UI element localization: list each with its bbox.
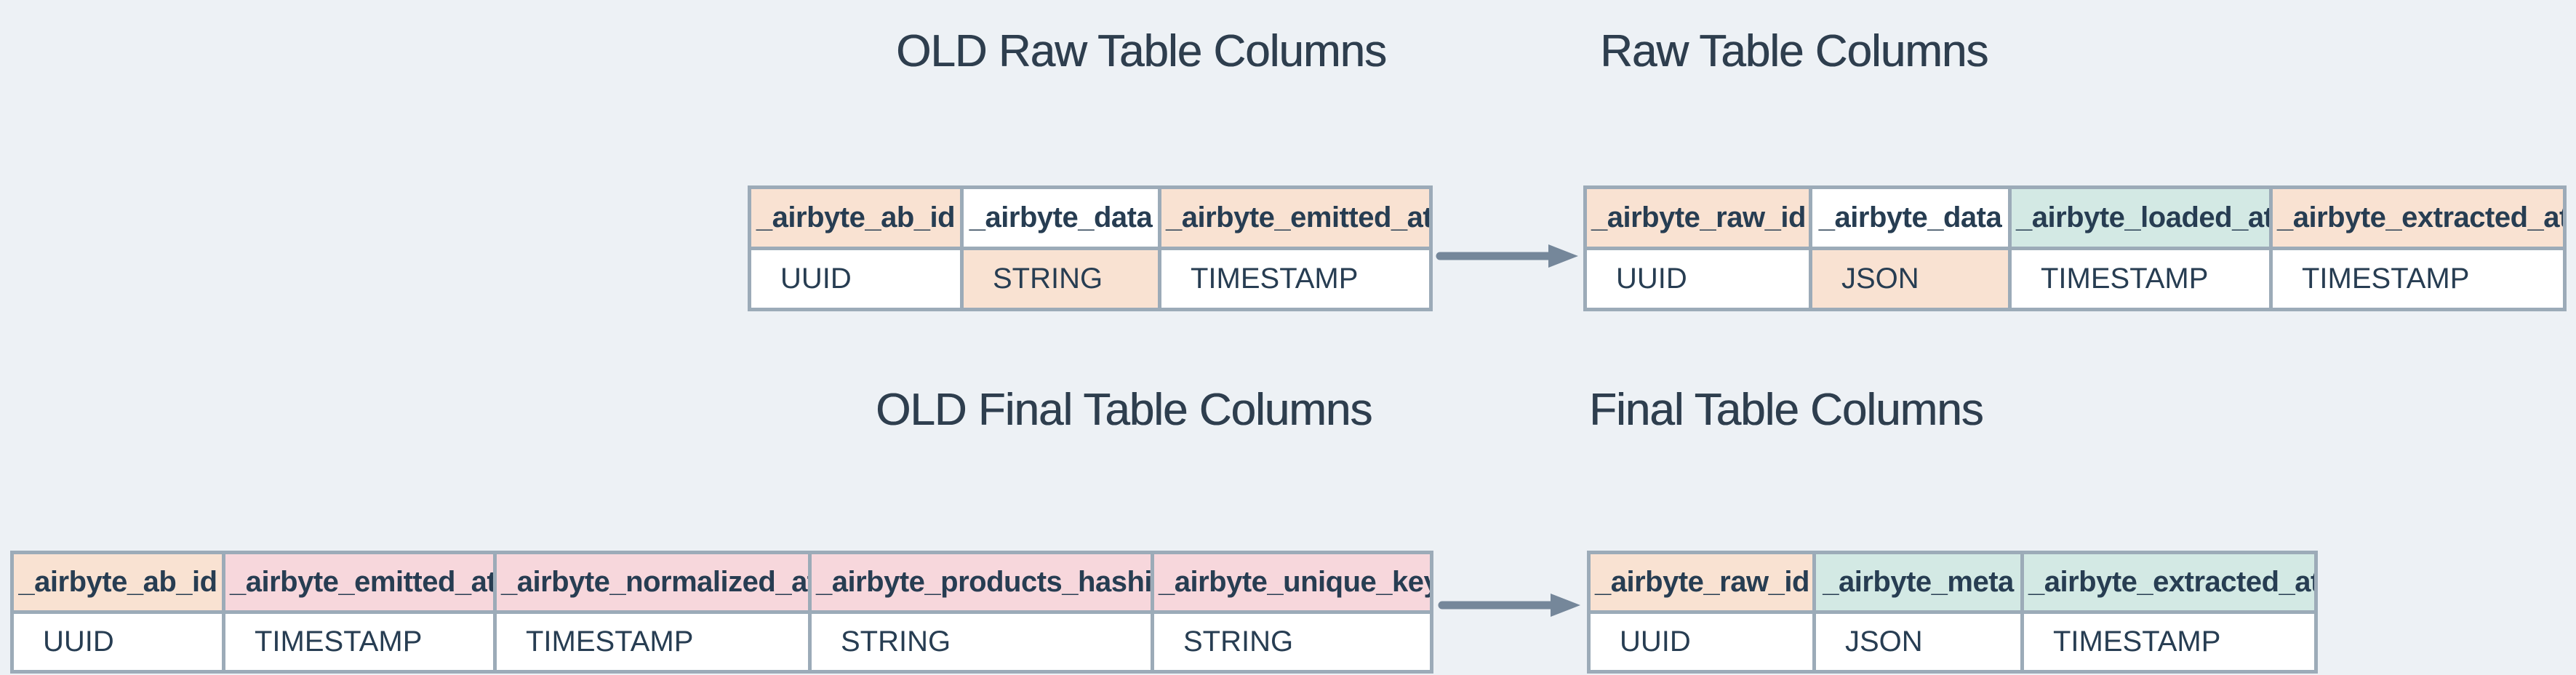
column-type-cell: UUID — [748, 247, 964, 311]
old-raw-table: _airbyte_ab_id _airbyte_data _airbyte_em… — [748, 185, 1433, 311]
final-table-title: Final Table Columns — [1589, 385, 1984, 435]
column-type-cell: UUID — [1587, 610, 1816, 674]
header-row: _airbyte_raw_id _airbyte_data _airbyte_l… — [1583, 185, 2567, 250]
column-name-cell: _airbyte_extracted_at — [2269, 185, 2567, 250]
header-row: _airbyte_ab_id _airbyte_data _airbyte_em… — [748, 185, 1433, 250]
column-name-cell: _airbyte_data — [960, 185, 1161, 250]
column-name-cell: _airbyte_data — [1809, 185, 2012, 250]
final-table: _airbyte_raw_id _airbyte_meta _airbyte_e… — [1587, 551, 2318, 674]
old-raw-table-title: OLD Raw Table Columns — [896, 26, 1387, 76]
type-row: UUID JSON TIMESTAMP — [1587, 610, 2318, 674]
header-row: _airbyte_raw_id _airbyte_meta _airbyte_e… — [1587, 551, 2318, 614]
type-row: UUID JSON TIMESTAMP TIMESTAMP — [1583, 247, 2567, 311]
column-type-cell: UUID — [10, 610, 225, 674]
column-type-cell: STRING — [808, 610, 1154, 674]
raw-table: _airbyte_raw_id _airbyte_data _airbyte_l… — [1583, 185, 2567, 311]
column-type-cell: TIMESTAMP — [1158, 247, 1433, 311]
column-type-cell: TIMESTAMP — [2008, 247, 2273, 311]
raw-table-title: Raw Table Columns — [1600, 26, 1988, 76]
column-type-cell: JSON — [1809, 247, 2012, 311]
type-row: UUID STRING TIMESTAMP — [748, 247, 1433, 311]
type-row: UUID TIMESTAMP TIMESTAMP STRING STRING — [10, 610, 1433, 674]
column-name-cell: _airbyte_ab_id — [748, 185, 964, 250]
column-name-cell: _airbyte_raw_id — [1583, 185, 1812, 250]
old-final-table-title: OLD Final Table Columns — [876, 385, 1372, 435]
column-name-cell: _airbyte_raw_id — [1587, 551, 1816, 614]
arrow-right-icon — [1438, 594, 1580, 617]
column-type-cell: JSON — [1812, 610, 2024, 674]
column-name-cell: _airbyte_unique_key — [1151, 551, 1433, 614]
column-name-cell: _airbyte_emitted_at — [222, 551, 497, 614]
column-name-cell: _airbyte_ab_id — [10, 551, 225, 614]
column-name-cell: _airbyte_products_hashid — [808, 551, 1154, 614]
column-name-cell: _airbyte_loaded_at — [2008, 185, 2273, 250]
column-name-cell: _airbyte_extracted_at — [2020, 551, 2318, 614]
column-type-cell: STRING — [960, 247, 1161, 311]
column-name-cell: _airbyte_meta — [1812, 551, 2024, 614]
column-type-cell: UUID — [1583, 247, 1812, 311]
arrow-right-icon — [1436, 244, 1578, 268]
column-type-cell: STRING — [1151, 610, 1433, 674]
column-type-cell: TIMESTAMP — [2020, 610, 2318, 674]
column-name-cell: _airbyte_normalized_at — [493, 551, 812, 614]
column-type-cell: TIMESTAMP — [222, 610, 497, 674]
column-type-cell: TIMESTAMP — [493, 610, 812, 674]
column-type-cell: TIMESTAMP — [2269, 247, 2567, 311]
old-final-table: _airbyte_ab_id _airbyte_emitted_at _airb… — [10, 551, 1433, 674]
column-name-cell: _airbyte_emitted_at — [1158, 185, 1433, 250]
header-row: _airbyte_ab_id _airbyte_emitted_at _airb… — [10, 551, 1433, 614]
